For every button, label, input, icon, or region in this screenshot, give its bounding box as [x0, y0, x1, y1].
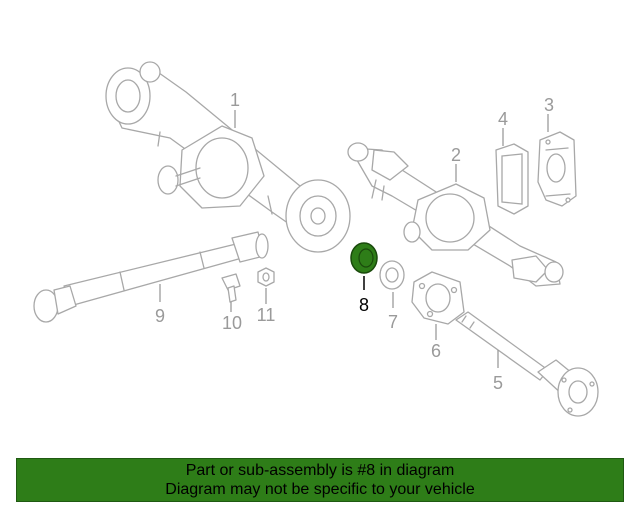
callout-11[interactable]: 11 [257, 305, 276, 325]
part-11-nut[interactable] [257, 267, 275, 287]
callout-7[interactable]: 7 [388, 312, 398, 332]
part-3-differential-cover[interactable] [537, 131, 577, 207]
part-6-bearing-retainer[interactable] [411, 271, 465, 325]
callout-3[interactable]: 3 [544, 95, 554, 115]
part-1-axle-assembly[interactable] [105, 61, 351, 253]
part-2-axle-housing[interactable] [347, 142, 564, 287]
callout-6[interactable]: 6 [431, 341, 441, 361]
banner-line-1: Part or sub-assembly is #8 in diagram [185, 462, 455, 479]
part-8-seal[interactable] [350, 242, 378, 274]
callout-8[interactable]: 8 [359, 295, 369, 315]
part-9-drive-shaft[interactable] [33, 231, 269, 323]
part-7-bearing[interactable] [379, 260, 405, 290]
callout-5[interactable]: 5 [493, 373, 503, 393]
callout-1[interactable]: 1 [230, 90, 240, 110]
callout-2[interactable]: 2 [451, 145, 461, 165]
part-5-axle-shaft[interactable] [455, 311, 599, 417]
callout-9[interactable]: 9 [155, 306, 165, 326]
part-4-gasket[interactable] [495, 143, 529, 215]
callout-4[interactable]: 4 [498, 109, 508, 129]
callout-10[interactable]: 10 [222, 313, 242, 333]
part-10-bolt[interactable] [221, 273, 241, 303]
info-banner: Part or sub-assembly is #8 in diagram Di… [16, 458, 624, 502]
banner-line-2: Diagram may not be specific to your vehi… [165, 481, 475, 498]
